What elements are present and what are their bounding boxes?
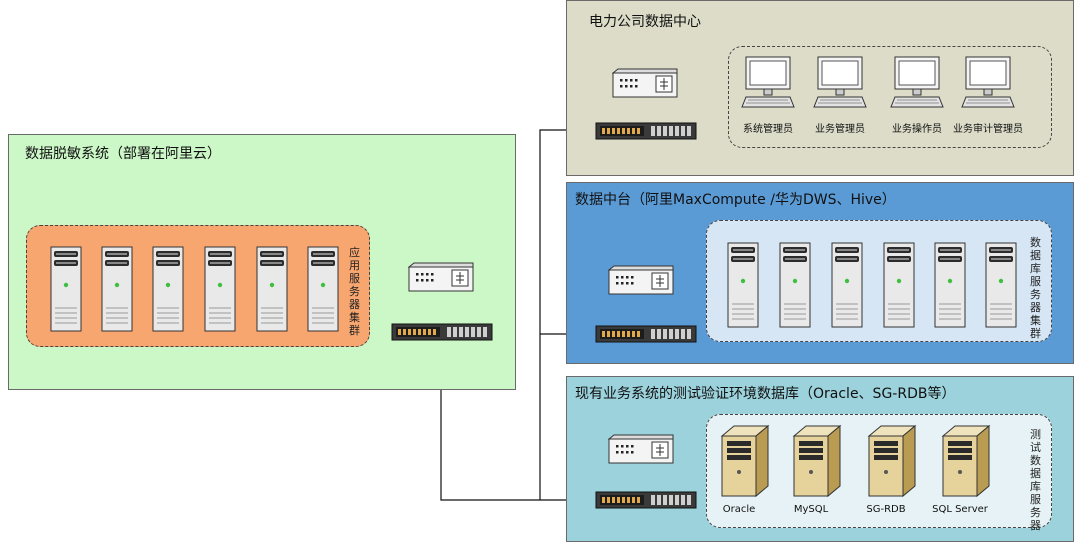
- user-role-label: 业务操作员: [892, 124, 942, 135]
- tower-server-icon: [939, 424, 991, 502]
- cluster-label: 测试数据库服务器: [1030, 428, 1041, 532]
- rack-server-icon: [985, 242, 1017, 332]
- router-appliance-icon: [595, 325, 697, 347]
- tower-server-icon: [718, 424, 770, 502]
- network-switch-icon: [607, 265, 674, 301]
- panel-title: 电力公司数据中心: [589, 14, 701, 30]
- database-name-label: SG-RDB: [866, 504, 906, 515]
- network-switch-icon: [607, 434, 674, 470]
- desktop-computer-icon: [812, 55, 868, 115]
- rack-server-icon: [50, 246, 82, 336]
- network-switch-icon: [407, 262, 474, 298]
- desktop-computer-icon: [960, 55, 1016, 115]
- panel-title: 数据中台（阿里MaxCompute /华为DWS、Hive）: [575, 192, 896, 208]
- database-name-label: SQL Server: [932, 504, 988, 515]
- rack-server-icon: [256, 246, 288, 336]
- rack-server-icon: [779, 242, 811, 332]
- panel-title: 现有业务系统的测试验证环境数据库（Oracle、SG-RDB等）: [575, 386, 956, 402]
- database-name-label: MySQL: [793, 504, 829, 515]
- panel-title: 数据脱敏系统（部署在阿里云）: [25, 146, 221, 162]
- rack-server-icon: [307, 246, 339, 336]
- router-appliance-icon: [595, 491, 697, 513]
- database-name-label: Oracle: [722, 504, 756, 515]
- rack-server-icon: [152, 246, 184, 336]
- desktop-computer-icon: [889, 55, 945, 115]
- cluster-label: 应用服务器集群: [349, 246, 360, 337]
- rack-server-icon: [831, 242, 863, 332]
- cluster-label: 数据库服务器集群: [1030, 236, 1041, 340]
- rack-server-icon: [101, 246, 133, 336]
- user-role-label: 业务管理员: [815, 124, 865, 135]
- rack-server-icon: [934, 242, 966, 332]
- rack-server-icon: [883, 242, 915, 332]
- user-role-label: 系统管理员: [743, 124, 793, 135]
- tower-server-icon: [790, 424, 842, 502]
- tower-server-icon: [865, 424, 917, 502]
- desktop-computer-icon: [740, 55, 796, 115]
- router-appliance-icon: [595, 122, 697, 144]
- user-role-label: 业务审计管理员: [953, 124, 1023, 135]
- rack-server-icon: [727, 242, 759, 332]
- user-terminal-group: [728, 46, 1052, 148]
- rack-server-icon: [204, 246, 236, 336]
- router-appliance-icon: [391, 323, 493, 345]
- network-switch-icon: [611, 68, 678, 104]
